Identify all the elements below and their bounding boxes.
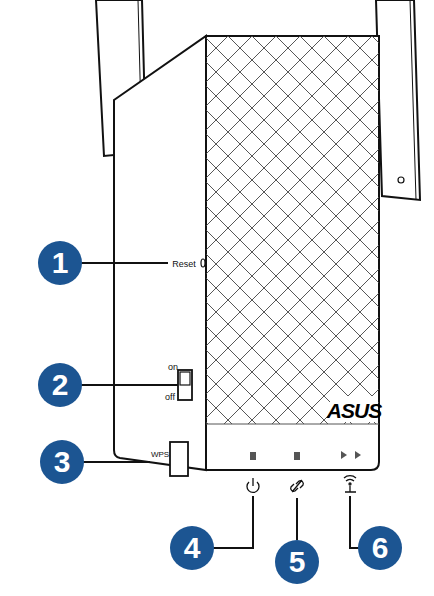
- callout-leaders: [80, 263, 360, 548]
- callout-number: 3: [54, 447, 71, 477]
- side-face: [114, 36, 206, 470]
- callout-circles: [38, 241, 402, 584]
- callout-number: 6: [372, 533, 389, 563]
- led-indicators: [250, 451, 361, 460]
- part-label: off: [165, 393, 175, 402]
- brand-logo: ASUS: [327, 400, 381, 421]
- right-antenna: [376, 0, 420, 200]
- power-switch: [178, 370, 192, 400]
- reset-hole: [201, 259, 205, 267]
- callout-number: 5: [289, 547, 306, 577]
- panel-edge: [206, 424, 379, 425]
- lattice-texture: [206, 36, 379, 424]
- callout-number: 1: [52, 248, 69, 278]
- part-label: WPS: [151, 451, 169, 459]
- part-label: Reset: [172, 260, 196, 269]
- status-icons: [247, 476, 356, 493]
- callout-number: 4: [184, 533, 201, 563]
- part-label: on: [168, 363, 178, 372]
- wps-button: [170, 442, 188, 476]
- callout-number: 2: [52, 370, 69, 400]
